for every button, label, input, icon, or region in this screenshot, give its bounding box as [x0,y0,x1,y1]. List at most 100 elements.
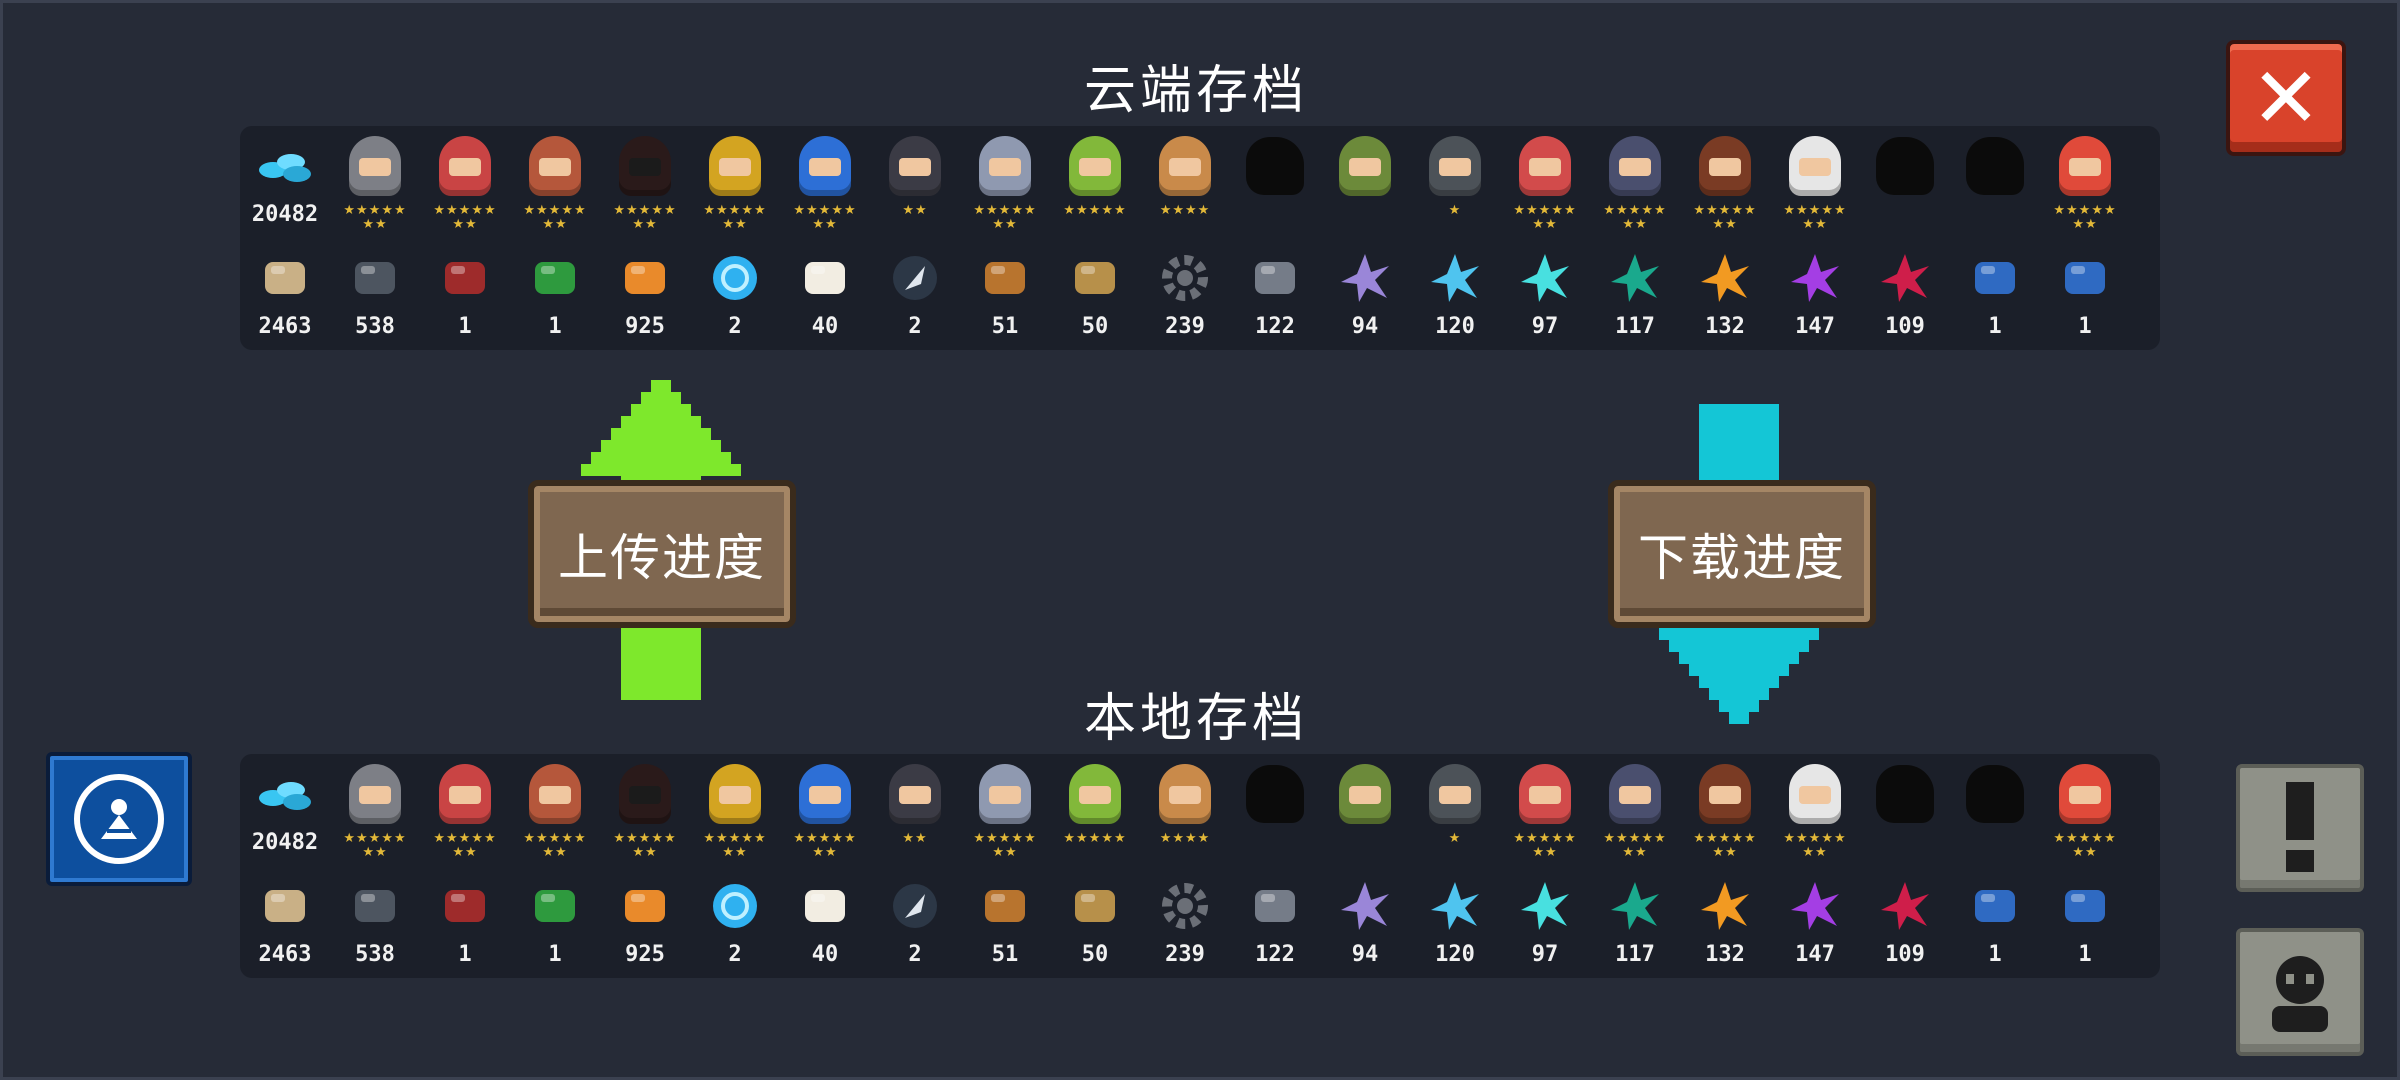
cloud-hero-slot: ★★★★★ ★★ [780,126,870,238]
hero-stars: ★★★★★ ★★ [1603,203,1667,232]
hero-stars: ★★★★★ ★★ [613,831,677,860]
blue-wolf-icon [2053,246,2117,310]
material-count: 1 [1988,942,2002,967]
green-book-icon [523,874,587,938]
hero-stars: ★★★★★ ★★ [1603,831,1667,860]
gear-icon [1153,874,1217,938]
paladin-hero-icon [973,762,1037,826]
material-count: 132 [1705,942,1745,967]
robot-scout-hero-icon [1423,134,1487,198]
iron-ore-icon [1243,246,1307,310]
hero-stars: ★★★★★ ★★ [613,203,677,232]
material-count: 1 [548,942,562,967]
iron-ore-icon [1243,874,1307,938]
local-material-slot: 1 [1950,866,2040,978]
hero-stars: ★★★★★ ★★ [1783,831,1847,860]
local-material-slot: 132 [1680,866,1770,978]
material-count: 925 [625,314,665,339]
hero-stars: ★ [1448,203,1462,218]
hero-stars: ★★★★★ ★★ [793,203,857,232]
cloud-material-slot: 2463 [240,238,330,350]
werewolf-hero-icon [1153,134,1217,198]
material-count: 122 [1255,314,1295,339]
blue-crystal-icon [1423,246,1487,310]
material-count: 50 [1081,942,1109,967]
cloud-material-slot: 50 [1050,238,1140,350]
material-count: 925 [625,942,665,967]
cloud-material-slot: 239 [1140,238,1230,350]
material-count: 538 [355,942,395,967]
hero-stars: ★★★★★ ★★ [343,203,407,232]
local-hero-slot: ★★★★★ ★★ [1770,754,1860,866]
material-count: 40 [811,942,839,967]
material-count: 117 [1615,314,1655,339]
local-save-title: 本地存档 [1083,689,1308,749]
local-heroes-row: 20482★★★★★ ★★★★★★★ ★★★★★★★ ★★★★★★★ ★★★★★… [240,754,2160,866]
robot-scout-hero-icon [1423,762,1487,826]
crimson-crystal-icon [1873,874,1937,938]
cloud-material-slot: 1 [1950,238,2040,350]
cloud-material-slot: 147 [1770,238,1860,350]
knight-hero-icon [343,134,407,198]
local-hero-slot [1230,754,1320,866]
hero-stars: ★★★★★ ★★ [703,203,767,232]
close-icon: ✕ [2250,49,2322,147]
local-hero-slot: ★★★★ [1140,754,1230,866]
material-count: 120 [1435,314,1475,339]
werewolf-hero-icon [1153,762,1217,826]
local-material-slot: 120 [1410,866,1500,978]
hero-stars: ★★★★★ ★★ [343,831,407,860]
hero-stars: ★★★★★ ★★ [973,203,1037,232]
local-hero-slot: ★★★★★ ★★ [1500,754,1590,866]
hero-stars: ★★★★★ ★★ [1513,203,1577,232]
green-book-icon [523,246,587,310]
hero-stars: ★ [1448,831,1462,846]
material-count: 147 [1795,314,1835,339]
upload-progress-button[interactable]: 上传进度 [528,480,796,628]
material-count: 109 [1885,942,1925,967]
cyan-crystal-icon [1513,246,1577,310]
feather-disc-icon [883,246,947,310]
info-button[interactable] [2236,764,2364,892]
community-logo-button[interactable] [46,752,192,886]
hero-stars: ★★★★★ ★★ [1513,831,1577,860]
red-emblem-icon [433,874,497,938]
cyan-crystal-icon [1513,874,1577,938]
gem-count: 20482 [251,202,319,227]
cloud-material-slot: 97 [1500,238,1590,350]
close-button[interactable]: ✕ [2226,40,2346,156]
material-count: 1 [2078,942,2092,967]
profile-button[interactable] [2236,928,2364,1056]
cloud-hero-slot: ★★★★★ ★★ [1770,126,1860,238]
cloud-material-slot: 538 [330,238,420,350]
berserker-hero-icon [1513,762,1577,826]
material-count: 1 [458,942,472,967]
local-material-slot: 1 [510,866,600,978]
hero-stars: ★★★★★ ★★ [703,831,767,860]
feather-disc-icon [883,874,947,938]
cloud-hero-slot: ★★★★★ [1050,126,1140,238]
blue-crystal-icon [1423,874,1487,938]
blue-wolf-icon [2053,874,2117,938]
material-count: 1 [548,314,562,339]
download-progress-button[interactable]: 下载进度 [1608,480,1876,628]
crimson-crystal-icon [1873,246,1937,310]
druid-hero-icon [1333,762,1397,826]
local-hero-slot: ★★★★★ ★★ [600,754,690,866]
purple-crystal-icon [1333,246,1397,310]
local-material-slot: 1 [2040,866,2130,978]
cloud-hero-slot [1950,126,2040,238]
material-count: 51 [991,314,1019,339]
shell-icon [1063,874,1127,938]
material-count: 97 [1531,942,1559,967]
local-hero-slot: ★★★★★ ★★ [420,754,510,866]
cloud-material-slot: 117 [1590,238,1680,350]
local-hero-slot [1320,754,1410,866]
rogue-hero-icon [433,134,497,198]
local-material-slot: 1 [420,866,510,978]
local-hero-slot: ★★★★★ ★★ [2040,754,2130,866]
local-hero-slot: ★★★★★ ★★ [690,754,780,866]
hero-stars: ★★★★★ ★★ [523,831,587,860]
blue-orb-icon [703,874,767,938]
